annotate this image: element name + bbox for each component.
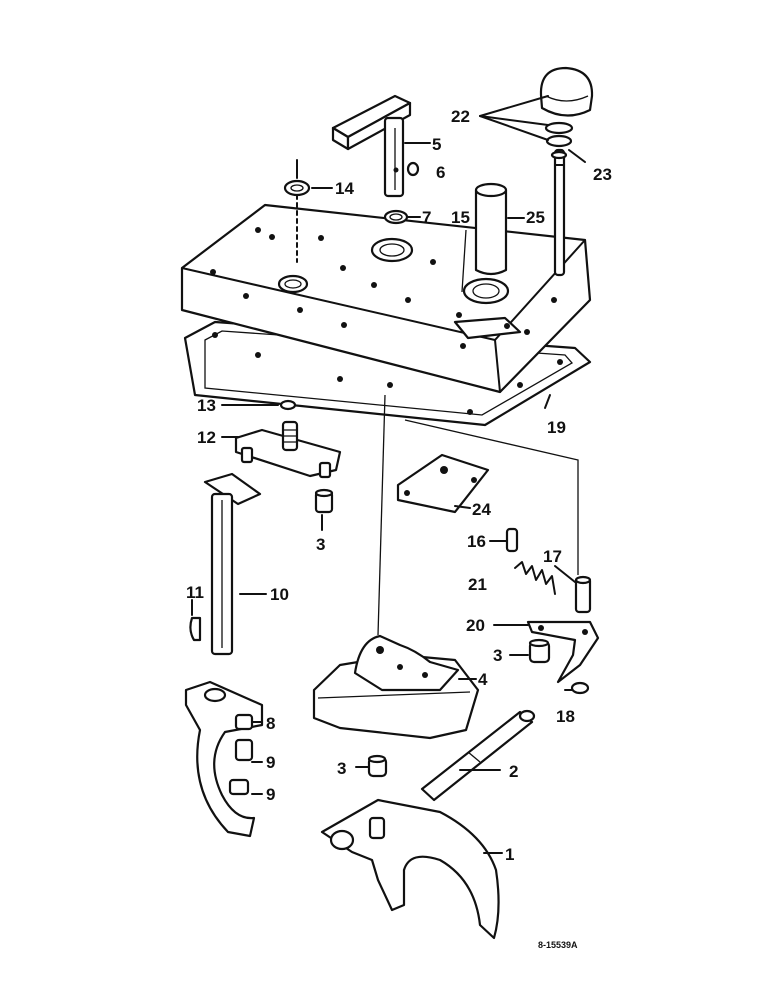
shift-fork-main-part	[320, 798, 500, 940]
callout-6: 6	[436, 163, 445, 182]
shift-plate-part	[234, 420, 342, 479]
spring-part	[514, 561, 556, 595]
callout-21: 21	[468, 575, 487, 594]
shift-rail-part	[420, 709, 536, 802]
callout-12: 12	[197, 428, 216, 447]
callout-22: 22	[451, 107, 470, 126]
callout-7: 7	[422, 208, 431, 227]
callout-1: 1	[505, 845, 514, 864]
sleeve-part	[474, 182, 508, 276]
callout-3c: 3	[337, 759, 346, 778]
shift-lever-part	[539, 66, 594, 277]
washer-part	[283, 159, 311, 263]
callout-11: 11	[186, 583, 204, 602]
callout-18: 18	[556, 707, 575, 726]
callout-labels: 1 2 3 3 3 4 5 6 7 8 9 9 10 11 12 13 14 1…	[186, 107, 612, 950]
snap-ring-part	[570, 681, 590, 695]
bushing-part	[314, 488, 334, 514]
callout-23: 23	[593, 165, 612, 184]
shift-fork-left-part	[184, 680, 264, 838]
detent-lever-part	[526, 620, 600, 684]
callout-19: 19	[547, 418, 566, 437]
callout-25: 25	[526, 208, 545, 227]
callout-24: 24	[472, 500, 491, 519]
callout-3b: 3	[493, 646, 502, 665]
callout-8: 8	[266, 714, 275, 733]
pin-part	[406, 161, 420, 177]
callout-13: 13	[197, 396, 216, 415]
interlock-housing-part	[312, 634, 480, 740]
seal-ring-part	[279, 399, 297, 411]
o-ring-part	[383, 209, 409, 225]
callout-17: 17	[543, 547, 562, 566]
bushing-part-20	[528, 638, 551, 664]
mounting-bracket-part	[396, 453, 490, 514]
plunger-part	[574, 575, 592, 614]
callout-20: 20	[466, 616, 485, 635]
shift-rod-part	[203, 472, 262, 656]
callout-14: 14	[335, 179, 354, 198]
callout-9b: 9	[266, 785, 275, 804]
callout-9a: 9	[266, 753, 275, 772]
callout-10: 10	[270, 585, 289, 604]
key-part	[189, 616, 202, 642]
callout-5: 5	[432, 135, 441, 154]
lever-arm-part	[331, 94, 412, 198]
callout-16: 16	[467, 532, 486, 551]
callout-4: 4	[478, 670, 488, 689]
drawing-reference-code: 8-15539A	[538, 940, 578, 950]
pin-part-16	[505, 527, 519, 553]
leader-lines	[191, 95, 586, 854]
bushing-part-3b	[367, 754, 388, 778]
callout-15: 15	[451, 208, 470, 227]
callout-3a: 3	[316, 535, 325, 554]
callout-2: 2	[509, 762, 518, 781]
